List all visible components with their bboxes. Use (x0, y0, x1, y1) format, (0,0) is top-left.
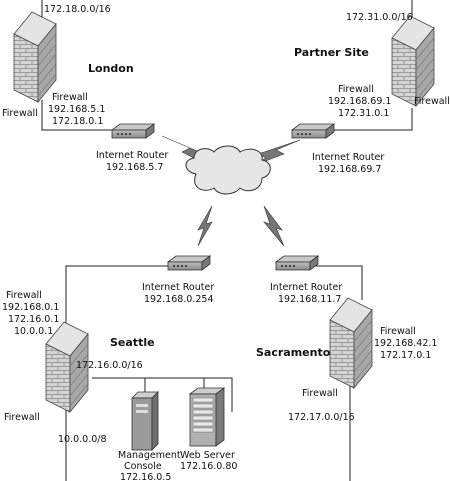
seattle-firewall-ip1: 192.168.0.1 (2, 302, 59, 313)
london-firewall-name: Firewall (52, 92, 88, 103)
london-router-link (41, 100, 120, 131)
london-firewall-ip1: 192.168.5.1 (48, 104, 105, 115)
web-server (188, 387, 226, 447)
seattle-subnet: 172.16.0.0/16 (76, 360, 143, 371)
partner-firewall-ip1: 192.168.69.1 (328, 96, 391, 107)
mgmt-console-ip: 172.16.0.5 (120, 472, 171, 481)
partner-router-link (330, 108, 413, 131)
sacramento-router-ip: 192.168.11.7 (278, 294, 341, 305)
london-firewall-ip2: 172.18.0.1 (52, 116, 103, 127)
seattle-wan-bolt (197, 205, 213, 247)
seattle-router-ip: 192.168.0.254 (144, 294, 214, 305)
web-server-label: Web Server (180, 450, 235, 461)
seattle-router (167, 255, 211, 271)
partner-firewall (391, 15, 435, 107)
partner-firewall-label: Firewall (414, 96, 450, 107)
internet-cloud (185, 145, 271, 195)
sacramento-router (275, 255, 319, 271)
london-subnet: 172.18.0.0/16 (44, 4, 111, 15)
seattle-firewall-name: Firewall (6, 290, 42, 301)
mgmt-console-label-line2: Console (124, 461, 162, 472)
sacramento-firewall-name: Firewall (380, 326, 416, 337)
sacramento-site-name: Sacramento (256, 346, 331, 359)
sacramento-wan-bolt (263, 205, 285, 247)
london-router (111, 123, 155, 139)
london-firewall (13, 11, 57, 103)
sacramento-router-link (314, 265, 363, 300)
london-site-name: London (88, 62, 134, 75)
partner-firewall-name: Firewall (338, 84, 374, 95)
seattle-router-label: Internet Router (142, 282, 214, 293)
sacramento-router-label: Internet Router (270, 282, 342, 293)
sacramento-firewall-ip1: 192.168.42.1 (374, 338, 437, 349)
partner-router (291, 123, 335, 139)
management-console (131, 391, 159, 451)
seattle-firewall-ip2: 172.16.0.1 (8, 314, 59, 325)
seattle-site-name: Seattle (110, 336, 155, 349)
partner-site-name: Partner Site (294, 46, 369, 59)
sacramento-firewall-label: Firewall (302, 388, 338, 399)
london-router-label: Internet Router (96, 150, 168, 161)
mgmt-console-label-line1: Management (118, 450, 181, 461)
seattle-firewall-label: Firewall (4, 412, 40, 423)
partner-firewall-ip2: 172.31.0.1 (338, 108, 389, 119)
sacramento-firewall-ip2: 172.17.0.1 (380, 350, 431, 361)
sacramento-firewall (329, 297, 373, 389)
london-firewall-label: Firewall (2, 108, 38, 119)
partner-router-label: Internet Router (312, 152, 384, 163)
sacramento-subnet: 172.17.0.0/16 (288, 412, 355, 423)
web-server-ip: 172.16.0.80 (180, 461, 237, 472)
seattle-router-link (65, 265, 175, 330)
london-router-ip: 192.168.5.7 (106, 162, 163, 173)
network-links (41, 0, 413, 481)
seattle-firewall-ip3: 10.0.0.1 (14, 326, 53, 337)
partner-router-ip: 192.168.69.7 (318, 164, 381, 175)
partner-subnet: 172.31.0.0/16 (346, 12, 413, 23)
seattle-dmz-link (92, 377, 233, 412)
seattle-internal-subnet: 10.0.0.0/8 (58, 434, 107, 445)
